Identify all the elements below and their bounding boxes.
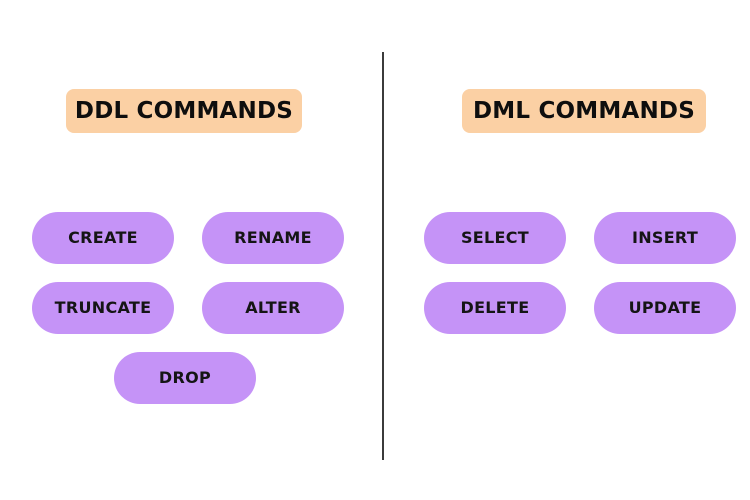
ddl-command-drop: DROP bbox=[114, 352, 256, 404]
ddl-command-alter: ALTER bbox=[202, 282, 344, 334]
ddl-command-truncate: TRUNCATE bbox=[32, 282, 174, 334]
ddl-commands-heading: DDL COMMANDS bbox=[66, 89, 302, 133]
dml-command-update: UPDATE bbox=[594, 282, 736, 334]
ddl-command-rename: RENAME bbox=[202, 212, 344, 264]
dml-command-delete: DELETE bbox=[424, 282, 566, 334]
dml-command-insert: INSERT bbox=[594, 212, 736, 264]
ddl-command-create: CREATE bbox=[32, 212, 174, 264]
dml-commands-heading: DML COMMANDS bbox=[462, 89, 706, 133]
dml-command-select: SELECT bbox=[424, 212, 566, 264]
section-divider bbox=[382, 52, 384, 460]
